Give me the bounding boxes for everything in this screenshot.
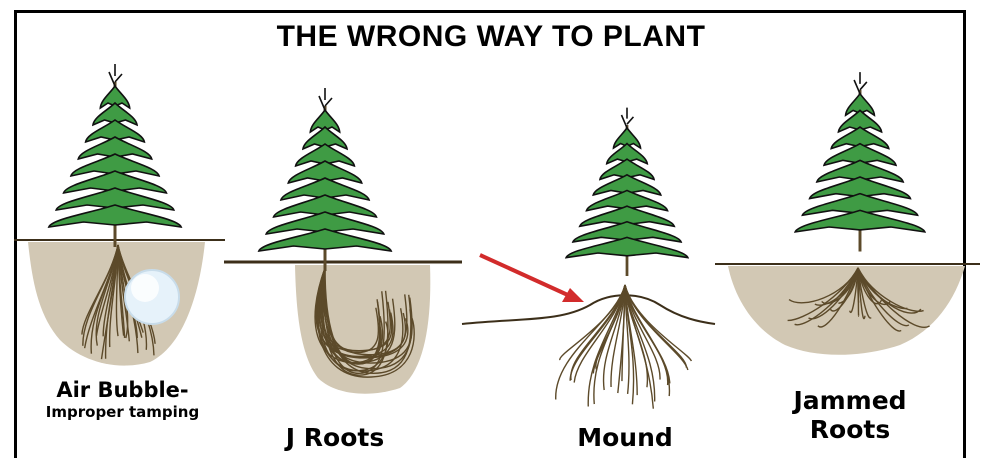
- label-air-bubble-title: Air Bubble-: [30, 378, 215, 402]
- red-arrow: [480, 255, 570, 296]
- label-jammed-roots: Jammed Roots: [780, 387, 920, 445]
- label-jammed: Jammed: [780, 387, 920, 416]
- label-roots: Roots: [780, 416, 920, 445]
- ground-line-3: [462, 295, 715, 324]
- panel-mound: [462, 108, 715, 409]
- label-air-bubble-sub: Improper tamping: [30, 404, 215, 421]
- label-j-roots: J Roots: [270, 424, 400, 453]
- tree-3: [566, 108, 688, 276]
- roots-3: [556, 285, 692, 409]
- tree-1: [49, 64, 181, 247]
- tree-4: [795, 72, 925, 251]
- panel-air-bubble: [14, 64, 225, 366]
- label-mound: Mound: [560, 424, 690, 453]
- label-air-bubble: Air Bubble- Improper tamping: [30, 378, 215, 421]
- panel-jammed-roots: [715, 72, 980, 355]
- soil-pit-4: [728, 266, 965, 355]
- tree-2: [259, 88, 391, 271]
- panel-j-roots: [224, 88, 462, 394]
